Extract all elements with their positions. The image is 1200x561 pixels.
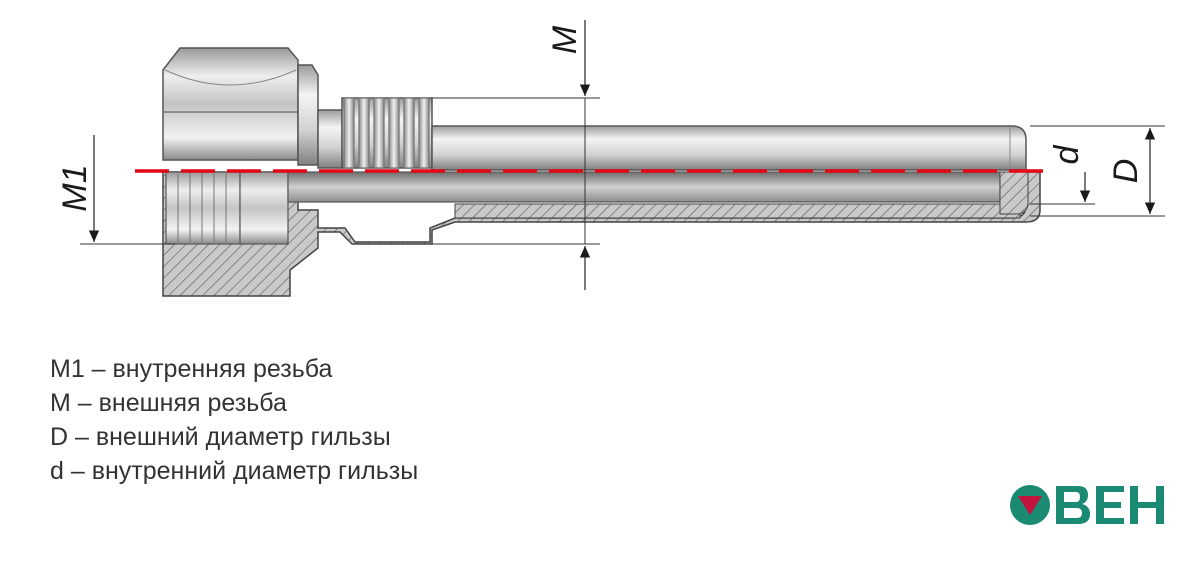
label-m1: M1 <box>56 164 94 211</box>
hex-nut <box>162 47 299 161</box>
external-view <box>162 47 1027 171</box>
thermowell-diagram: M1 M d D <box>56 20 1165 297</box>
label-d-outer: D <box>1107 159 1145 184</box>
legend-item-m1: M1 – внутренняя резьба <box>50 355 333 383</box>
bore <box>287 171 1001 203</box>
external-thread <box>341 97 433 169</box>
neck <box>317 109 343 169</box>
dimension-m: M <box>432 20 600 290</box>
legend: M1 – внутренняя резьба M – внешняя резьб… <box>50 352 418 488</box>
label-d-inner: d <box>1048 144 1086 164</box>
legend-item-d-inner: d – внутренний диаметр гильзы <box>50 457 419 485</box>
label-m: M <box>546 25 584 54</box>
section-view <box>162 171 1041 297</box>
dimension-d-outer: D <box>1030 125 1165 217</box>
legend-item-m: M – внешняя резьба <box>50 389 287 417</box>
oven-logo <box>1010 485 1164 525</box>
collar <box>297 64 319 166</box>
internal-thread <box>165 171 241 245</box>
dimension-m1: M1 <box>56 135 175 245</box>
dimension-d-inner: d <box>1030 144 1095 205</box>
legend-item-d-outer: D – внешний диаметр гильзы <box>50 423 391 451</box>
tube <box>431 125 1027 171</box>
